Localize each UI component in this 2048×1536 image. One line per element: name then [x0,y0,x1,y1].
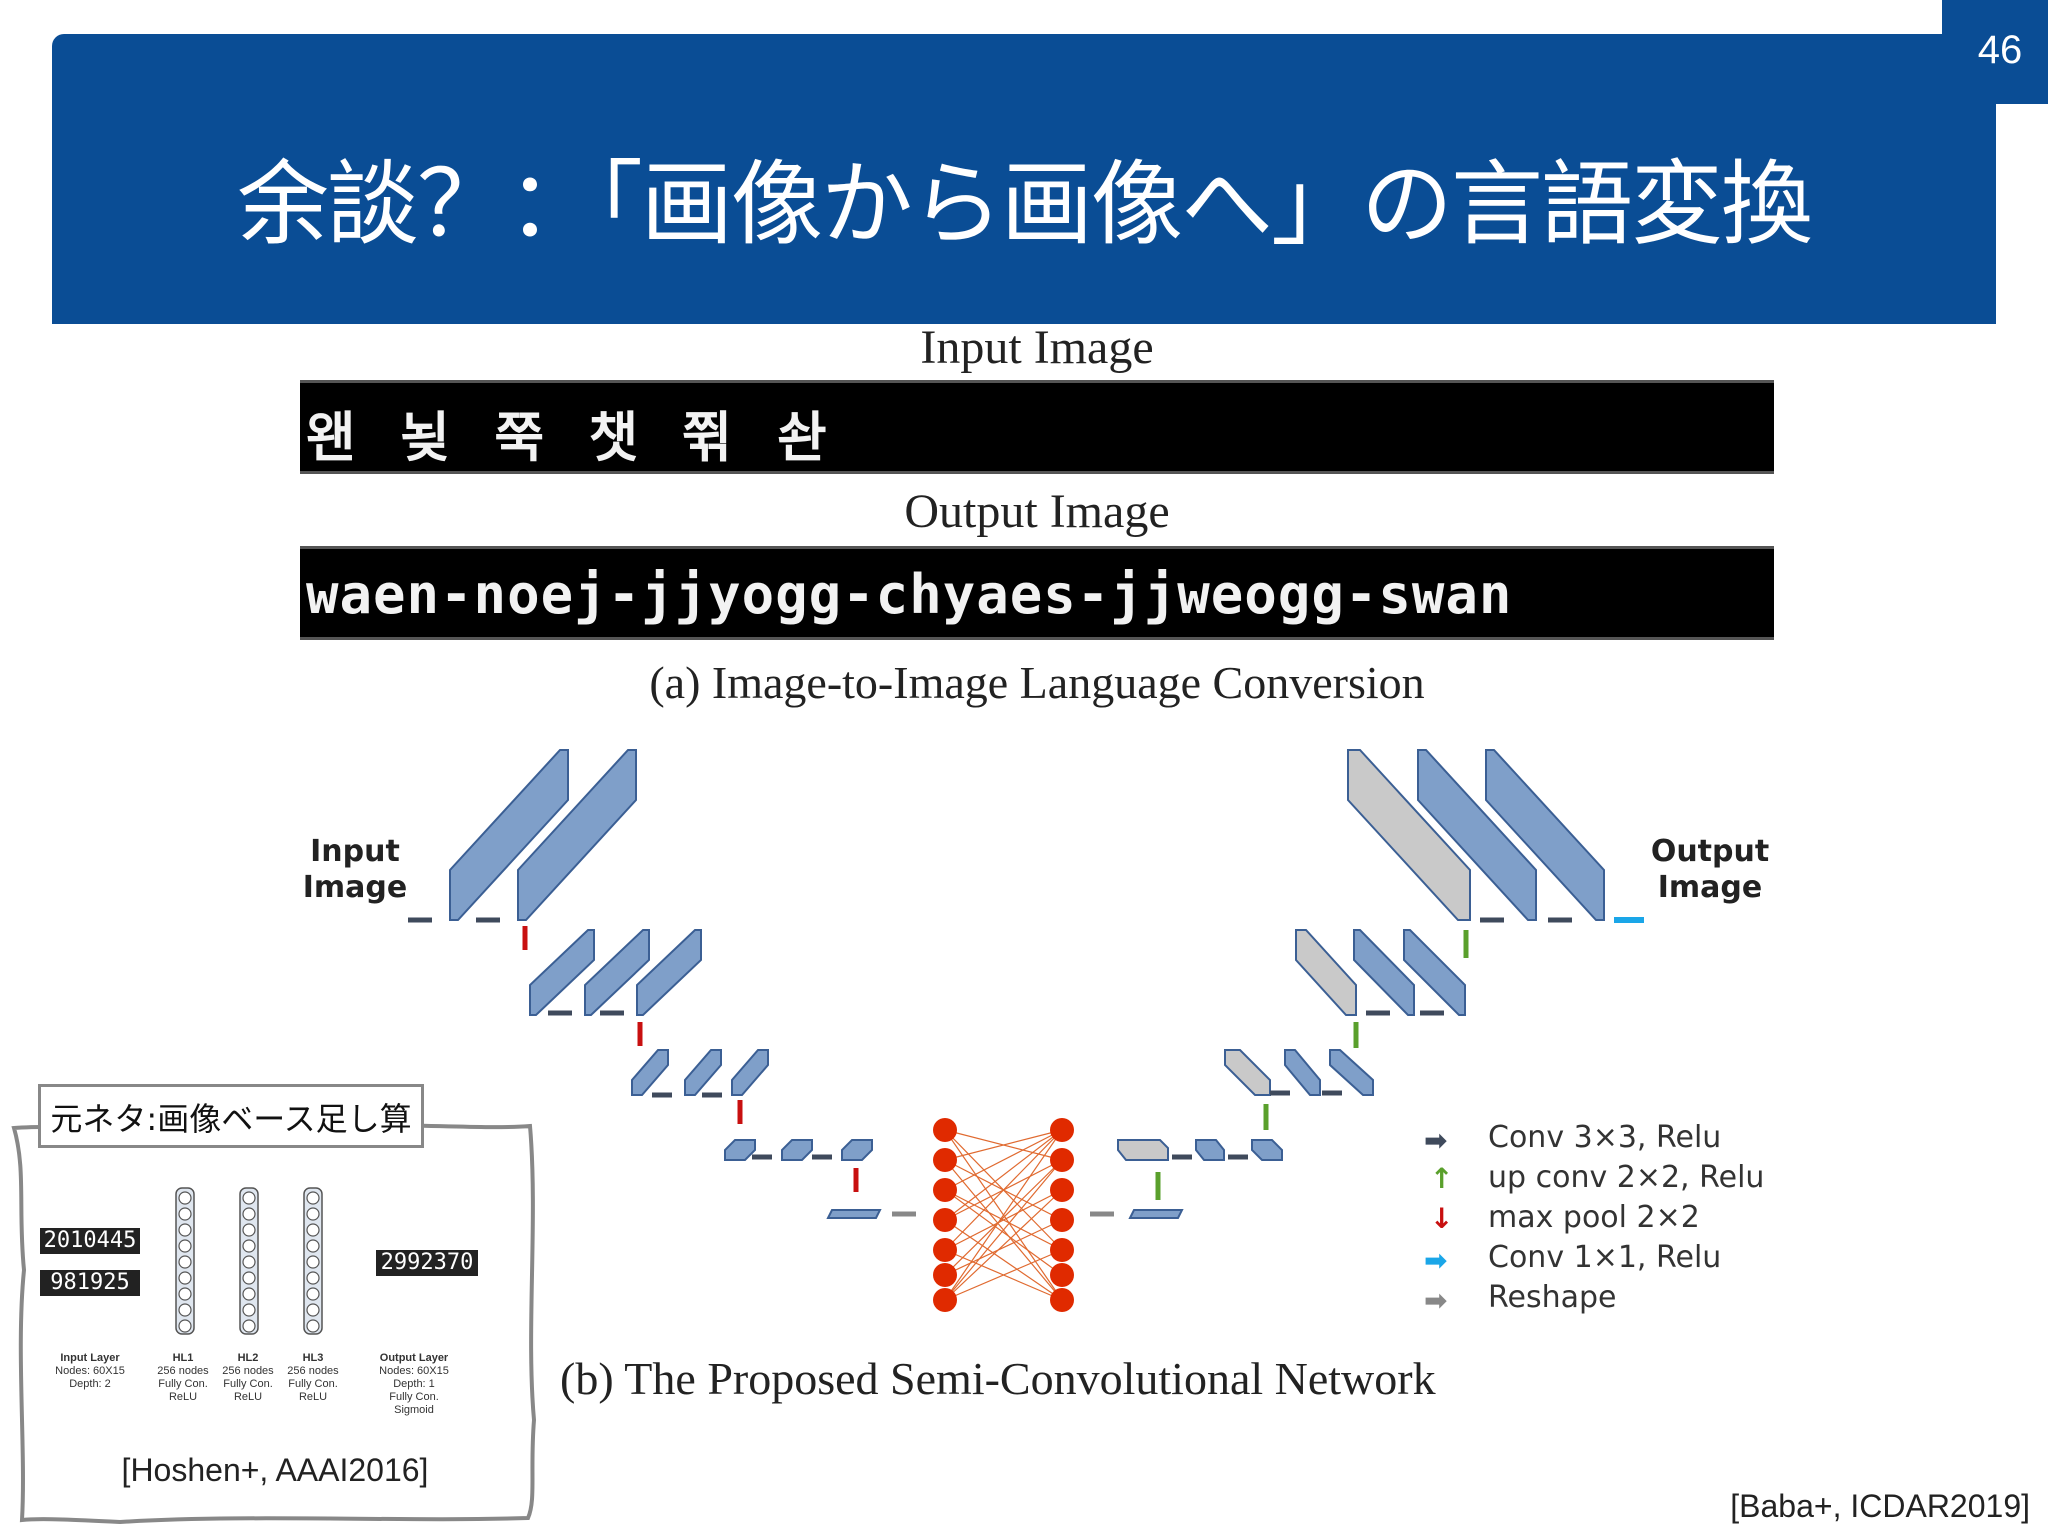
input-hangul-text: 왠 뇢 쭉 챗 쮞 솬 [306,406,833,469]
fully-connected-layer [944,1129,1063,1301]
inset-layer-hl1: HL1 256 nodes Fully Con. ReLU [150,1352,216,1404]
layer-detail: 256 nodes [287,1365,339,1377]
fc-nodes-right [1050,1118,1074,1312]
page-number-tab [1942,0,2048,104]
decoder-block-1 [1347,749,1605,921]
inset-layer-hl3: HL3 256 nodes Fully Con. ReLU [280,1352,346,1404]
layer-name: Input Layer [60,1352,120,1364]
layer-detail: Nodes: 60X15 [55,1365,125,1377]
upconv-arrows [1155,930,1469,1200]
encoder-block-4 [724,1139,873,1161]
legend-label-maxpool: max pool 2×2 [1488,1200,1700,1235]
up-arrow-icon: ↑ [1430,1162,1454,1195]
legend-label-upconv: up conv 2×2, Relu [1488,1160,1765,1195]
inset-layer-output: Output Layer Nodes: 60X15 Depth: 1 Fully… [364,1352,464,1417]
layer-name: HL1 [172,1352,194,1364]
output-romanized-text: waen-noej-jjyogg-chyaes-jjweogg-swan [306,563,1513,626]
output-image-strip: waen-noej-jjyogg-chyaes-jjweogg-swan [300,546,1774,640]
layer-detail: Nodes: 60X15 [379,1365,449,1377]
layer-detail: Fully Con. [158,1378,208,1390]
network-output-label-line1: Output [1650,834,1770,869]
slide-title: 余談？：「画像から画像へ」の言語変換 [236,151,1813,258]
layer-name: HL2 [237,1352,259,1364]
network-output-label: Output Image [1640,834,1780,906]
legend-label-conv1x1: Conv 1×1, Relu [1488,1240,1722,1275]
bottleneck-in [826,1209,882,1219]
right-arrow-icon: ➡ [1424,1284,1448,1317]
layer-name: Output Layer [379,1352,449,1364]
legend-item-reshape: ➡ Reshape [1416,1280,1796,1320]
maxpool-arrows [522,926,859,1192]
inset-hidden-layers [175,1187,323,1335]
legend-item-conv3x3: ➡ Conv 3×3, Relu [1416,1120,1796,1160]
right-arrow-icon: ➡ [1424,1124,1448,1157]
layer-detail: Sigmoid [394,1404,434,1416]
page-number: 46 [1977,28,2023,72]
inset-input-number-1: 2010445 [40,1228,140,1254]
legend-label-conv3x3: Conv 3×3, Relu [1488,1120,1722,1155]
conv-arrows [408,917,1572,1160]
right-arrow-icon: ➡ [1424,1244,1448,1277]
layer-detail: ReLU [233,1391,263,1403]
layer-name: HL3 [302,1352,324,1364]
encoder-block-1 [449,749,637,921]
fc-nodes-left [933,1118,957,1312]
slide-reference: [Baba+, ICDAR2019] [1730,1488,2030,1524]
down-arrow-icon: ↓ [1430,1202,1454,1235]
encoder-block-2 [529,929,702,1016]
caption-b: (b) The Proposed Semi-Convolutional Netw… [560,1353,1436,1404]
layer-detail: 256 nodes [157,1365,209,1377]
layer-detail: Fully Con. [389,1391,439,1403]
caption-a: (a) Image-to-Image Language Conversion [649,657,1425,708]
layer-detail: ReLU [168,1391,198,1403]
title-bar [52,34,1996,324]
layer-detail: Fully Con. [288,1378,338,1390]
bottleneck-out [1128,1209,1184,1219]
layer-detail: Fully Con. [223,1378,273,1390]
legend-item-upconv: ↑ up conv 2×2, Relu [1416,1160,1796,1200]
inset-label: 元ネタ:画像ベース足し算 [38,1084,424,1148]
legend-label-reshape: Reshape [1488,1280,1617,1315]
decoder-block-3 [1224,1049,1374,1096]
encoder-block-3 [631,1049,769,1096]
layer-detail: 256 nodes [222,1365,274,1377]
layer-detail: ReLU [298,1391,328,1403]
layer-detail: Depth: 1 [393,1378,435,1390]
decoder-block-4 [1117,1139,1283,1161]
legend-item-maxpool: ↓ max pool 2×2 [1416,1200,1796,1240]
input-image-strip: 왠 뇢 쭉 챗 쮞 솬 [300,380,1774,474]
network-legend: ➡ Conv 3×3, Relu ↑ up conv 2×2, Relu ↓ m… [1416,1120,1796,1320]
network-input-label-line2: Image [302,870,408,905]
inset-layer-hl2: HL2 256 nodes Fully Con. ReLU [215,1352,281,1404]
network-input-label: Input Image [290,834,420,906]
inset-reference: [Hoshen+, AAAI2016] [121,1452,429,1488]
network-input-label-line1: Input [310,834,400,869]
decoder-block-2 [1295,929,1466,1016]
layer-detail: Depth: 2 [69,1378,111,1390]
input-image-heading: Input Image [920,321,1154,374]
inset-output-number: 2992370 [376,1250,478,1276]
inset-layer-input: Input Layer Nodes: 60X15 Depth: 2 [40,1352,140,1391]
output-image-heading: Output Image [904,485,1170,538]
inset-input-number-2: 981925 [40,1270,140,1296]
legend-item-conv1x1: ➡ Conv 1×1, Relu [1416,1240,1796,1280]
network-output-label-line2: Image [1657,870,1763,905]
